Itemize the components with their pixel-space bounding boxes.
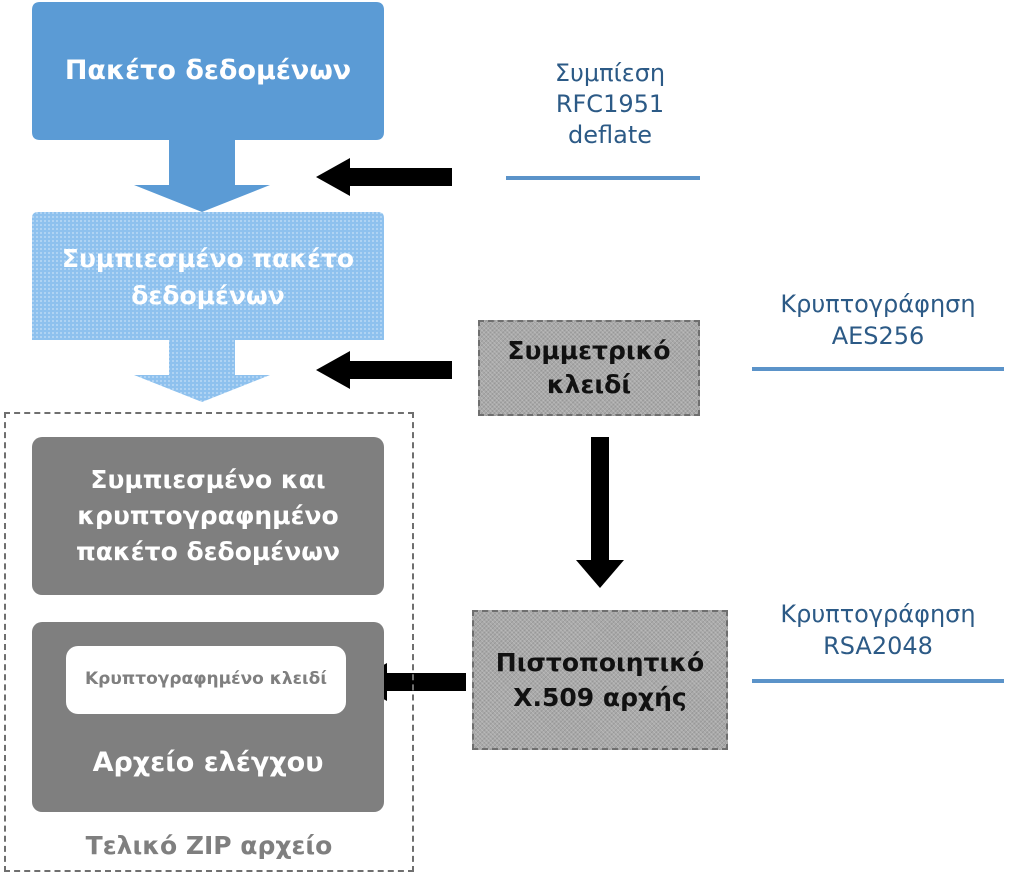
aes-line2: AES256 [831, 322, 925, 351]
compression-underline [506, 176, 700, 180]
arrow-key-to-certificate-icon [576, 437, 624, 588]
compression-line1: Συμπίεση [554, 59, 666, 87]
rsa-line1: Κρυπτογράφηση [780, 600, 976, 628]
data-packet-label: Πακέτο δεδομένων [64, 54, 352, 86]
data-packet-shape [32, 2, 384, 212]
arrow-symmetric-key-icon [316, 351, 452, 389]
symmetric-key-box: Συμμετρικό κλειδί [478, 320, 700, 416]
encrypted-key-box: Κρυπτογραφημένο κλειδί [66, 646, 346, 714]
arrow-compression-icon [316, 158, 452, 196]
encrypted-packet-label: Συμπιεσμένο και κρυπτογραφημένο πακέτο δ… [75, 464, 340, 567]
compressed-packet-label: Συμπιεσμένο πακέτο δεδομένων [61, 243, 355, 311]
control-file-label: Αρχείο ελέγχου [92, 746, 324, 778]
compressed-packet-shape [32, 212, 384, 402]
certificate-label: Πιστοποιητικό X.509 αρχής [495, 648, 705, 712]
rsa-underline [752, 679, 1004, 683]
rsa-line2: RSA2048 [823, 632, 933, 661]
aes-underline [752, 367, 1004, 371]
symmetric-key-label: Συμμετρικό κλειδί [507, 336, 671, 399]
encrypted-packet-box: Συμπιεσμένο και κρυπτογραφημένο πακέτο δ… [32, 437, 384, 595]
final-zip-label: Τελικό ZIP αρχείο [85, 830, 333, 860]
certificate-box: Πιστοποιητικό X.509 αρχής [472, 610, 728, 750]
compression-annotation: Συμπίεση RFC1951 deflate [510, 58, 710, 152]
aes-annotation: Κρυπτογράφηση AES256 [752, 288, 1004, 353]
final-zip-container [4, 412, 414, 872]
encrypted-key-label: Κρυπτογραφημένο κλειδί [84, 669, 327, 690]
aes-line1: Κρυπτογράφηση [780, 290, 976, 318]
compression-line3: deflate [568, 121, 652, 150]
compression-line2: RFC1951 [555, 90, 665, 119]
rsa-annotation: Κρυπτογράφηση RSA2048 [752, 598, 1004, 663]
